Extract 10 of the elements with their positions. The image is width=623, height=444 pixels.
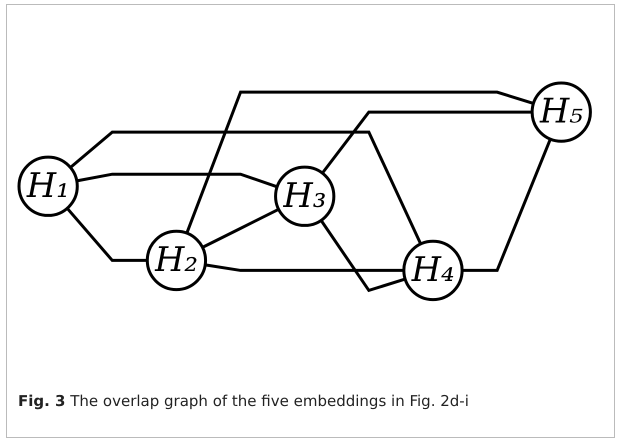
connector: [320, 219, 406, 292]
connector: [202, 208, 280, 248]
connector: [186, 90, 534, 234]
connector: [321, 110, 532, 174]
connector: [205, 263, 404, 272]
connector: [76, 172, 278, 188]
connector: [70, 130, 422, 244]
connector: [66, 207, 148, 262]
connector: [462, 138, 552, 272]
figure-caption: Fig. 3 The overlap graph of the five embeddings in Fig. 2d-i: [18, 392, 469, 410]
